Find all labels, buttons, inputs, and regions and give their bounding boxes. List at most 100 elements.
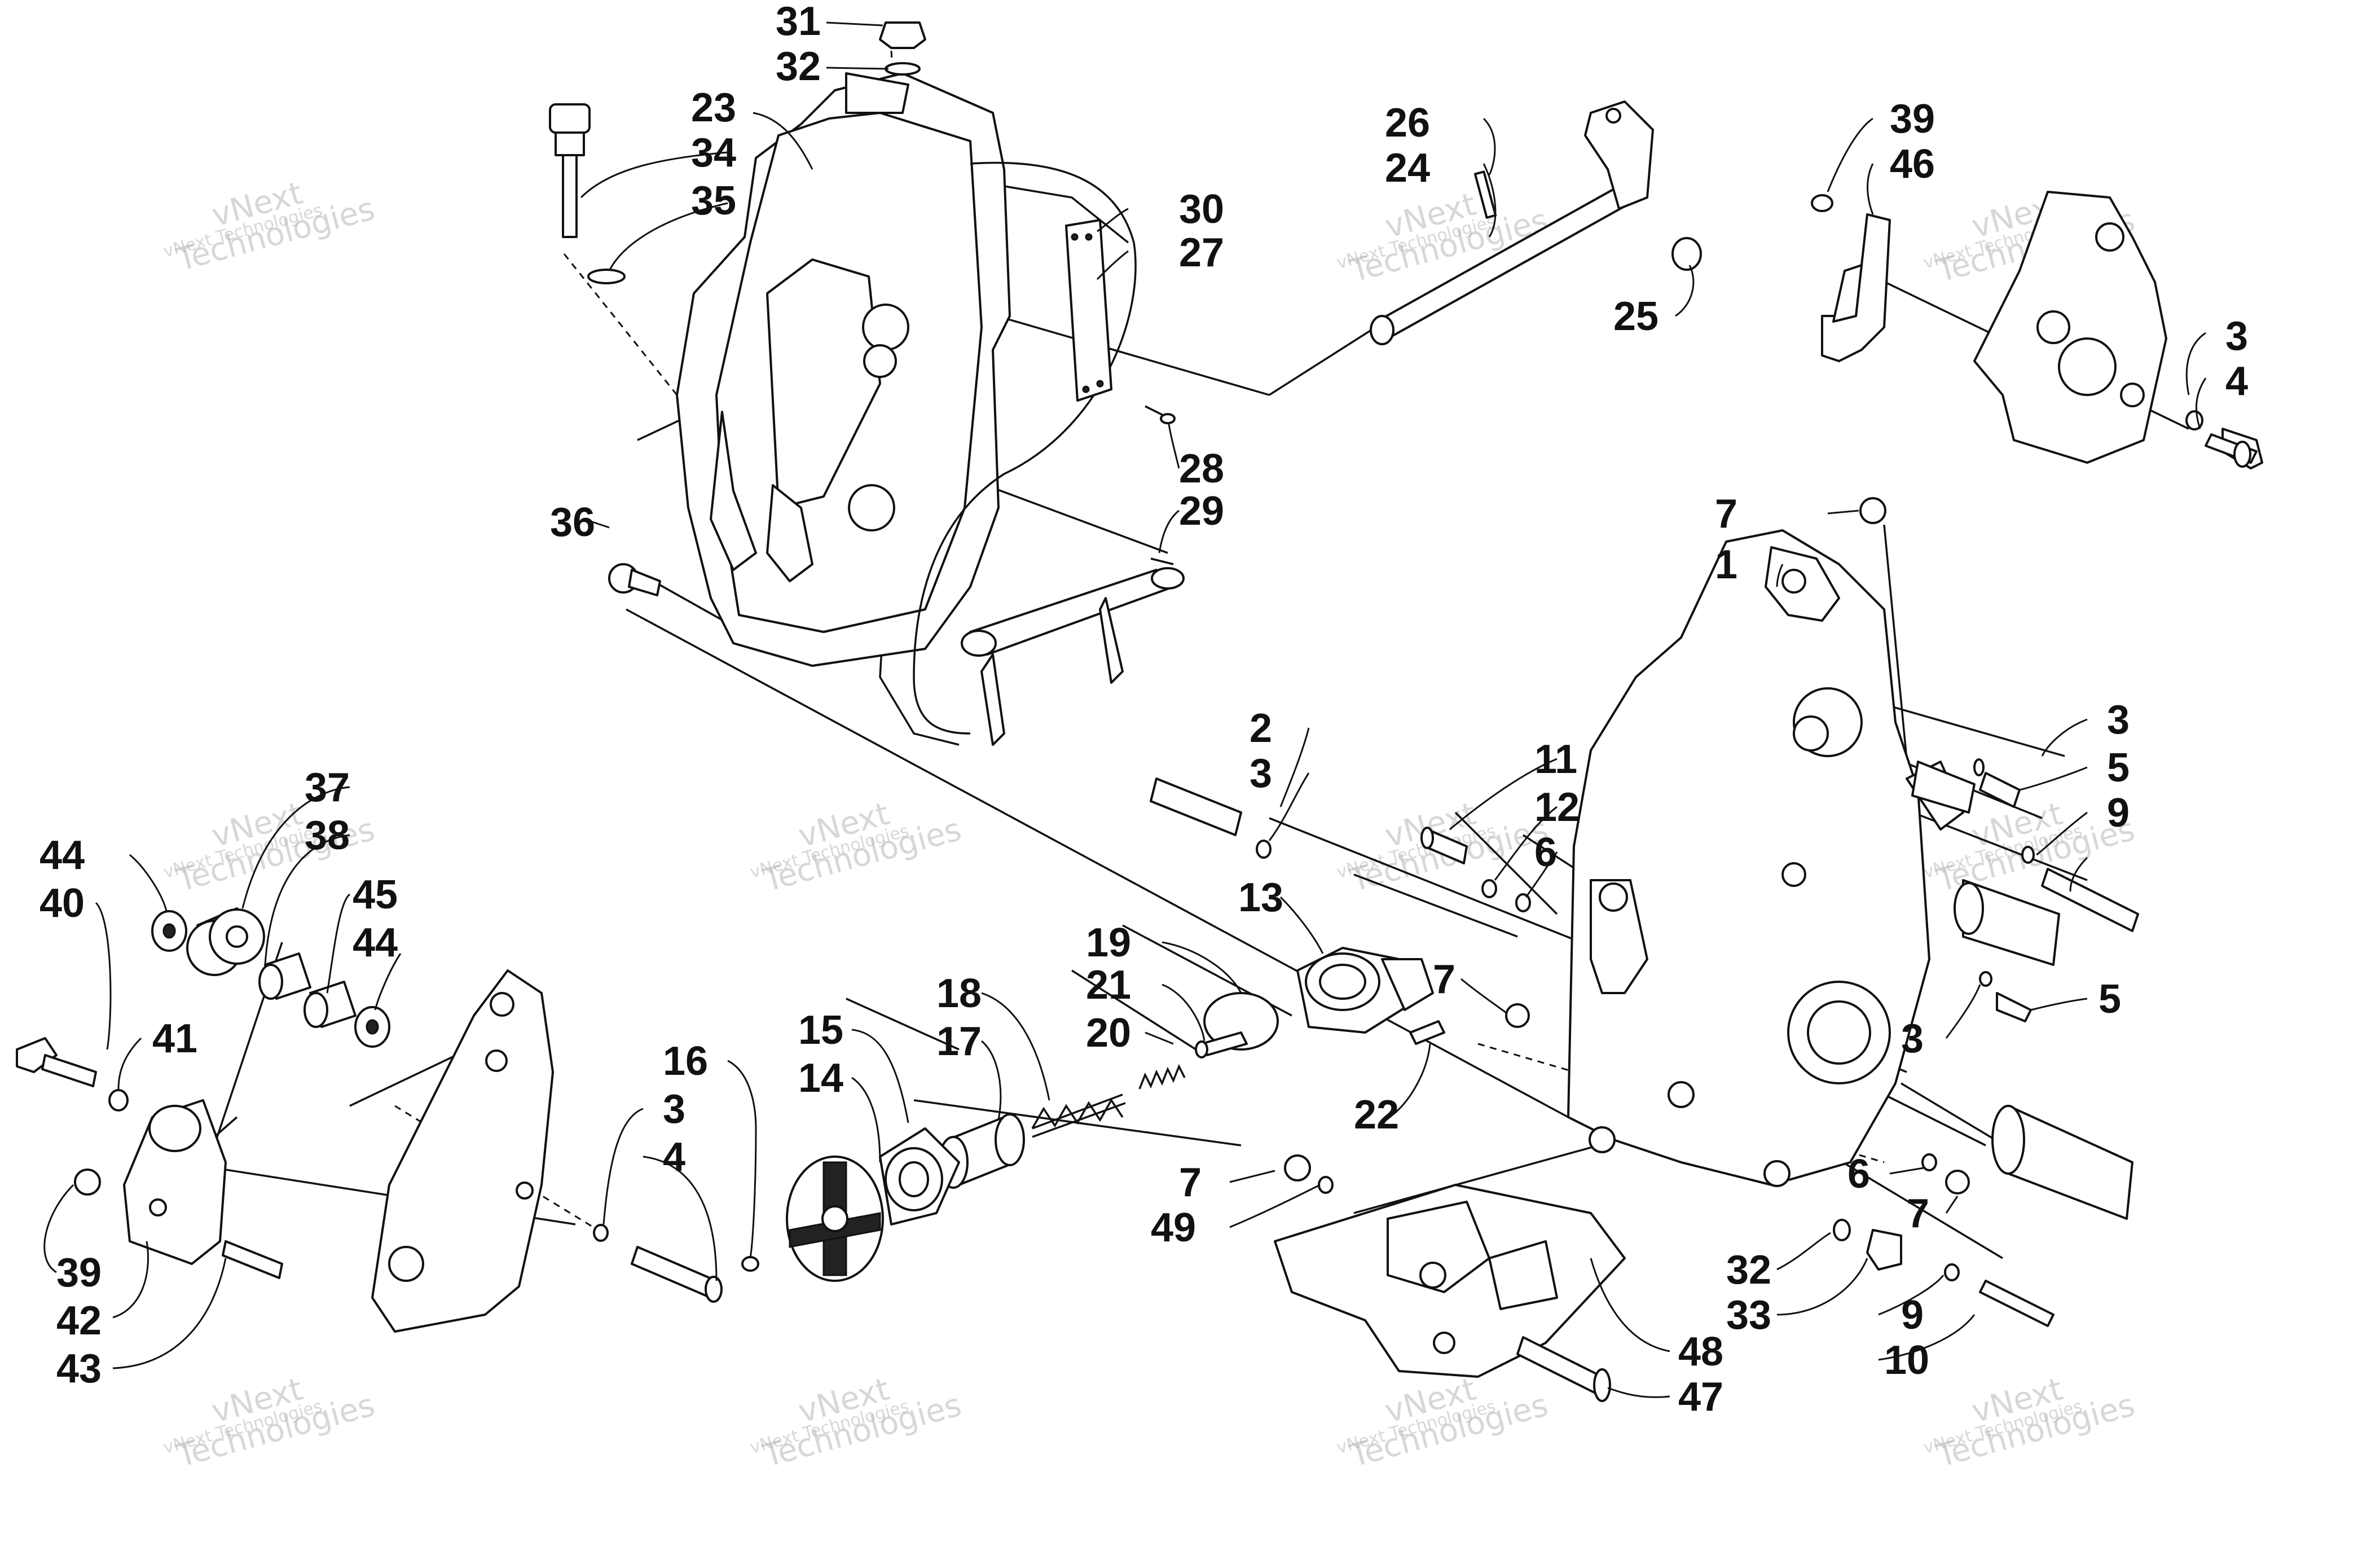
screw-16	[741, 1256, 759, 1272]
callouts: 31 32 23 34 35 26 24 25 30 27 28 29 39 4…	[39, 0, 2248, 1420]
dipstick	[549, 103, 626, 284]
chaincase-outer-cover	[676, 72, 1011, 667]
callout-44-left: 44	[39, 833, 85, 878]
callout-47: 47	[1678, 1374, 1723, 1420]
callout-40: 40	[39, 881, 85, 926]
callout-3-left: 3	[663, 1087, 685, 1132]
spring-18	[1031, 1093, 1126, 1138]
washer-44-right	[354, 1006, 390, 1048]
callout-17: 17	[936, 1019, 982, 1064]
callout-3-center: 3	[1250, 751, 1272, 796]
callout-42: 42	[56, 1298, 102, 1343]
callout-30: 30	[1179, 187, 1224, 232]
shift-shaft	[1370, 100, 1702, 345]
top-right-housing	[1973, 191, 2263, 469]
cover-gasket	[913, 161, 1137, 735]
bolt-5-lower	[1979, 971, 2032, 1022]
pin-22	[1409, 1020, 1445, 1045]
callout-3-right-1: 3	[2107, 697, 2130, 743]
watermark-9: Technologies vNext vNext Technologies	[161, 1371, 379, 1475]
callout-29: 29	[1179, 489, 1224, 534]
watermark-3: Technologies vNext vNext Technologies	[1335, 186, 1552, 290]
callout-39-top: 39	[1890, 96, 1935, 142]
bottom-cover	[1274, 1184, 1626, 1378]
callout-14: 14	[798, 1056, 843, 1101]
bolt-4-right	[2205, 433, 2258, 468]
stud-2	[1150, 778, 1242, 836]
callout-3-top-right: 3	[2225, 314, 2248, 359]
pin-21	[1195, 1031, 1248, 1058]
callout-9-bottom: 9	[1901, 1293, 1924, 1338]
washer-41	[108, 1089, 129, 1112]
tensioner-arm	[123, 1099, 227, 1265]
cover-plate	[1065, 219, 1112, 402]
nut-7-bottom	[1284, 1154, 1334, 1194]
callout-3-right-2: 3	[1901, 1016, 1924, 1061]
watermark-10: Technologies vNext vNext Technologies	[748, 1371, 965, 1475]
callout-26: 26	[1385, 100, 1430, 146]
bolt-10	[1944, 1263, 2055, 1327]
callout-28: 28	[1179, 446, 1224, 491]
washer-44-left	[151, 910, 187, 952]
callout-6-right: 6	[1847, 1152, 1870, 1197]
callout-16: 16	[663, 1039, 708, 1084]
callout-27: 27	[1179, 230, 1224, 275]
callout-34: 34	[691, 130, 736, 175]
leader-lines	[43, 21, 2207, 1398]
cam-15	[879, 1127, 960, 1225]
callout-6-center: 6	[1534, 830, 1557, 875]
callout-7-right: 7	[1907, 1191, 1929, 1236]
callout-15: 15	[798, 1008, 843, 1053]
washer-3-center	[1256, 840, 1272, 859]
bearing-housing-13	[1296, 947, 1434, 1034]
callout-2: 2	[1250, 706, 1272, 751]
callout-25: 25	[1613, 294, 1658, 339]
callout-19: 19	[1086, 920, 1131, 965]
fill-plug	[879, 21, 926, 76]
bolt-5-upper	[1973, 758, 2021, 808]
bearing-37	[186, 907, 265, 976]
spacer-38	[258, 952, 311, 1000]
callout-32-top: 32	[776, 44, 821, 89]
bolt-8	[2021, 846, 2139, 932]
callout-20: 20	[1086, 1011, 1131, 1056]
callout-12: 12	[1534, 785, 1580, 830]
callout-24: 24	[1385, 146, 1430, 191]
callout-23: 23	[691, 85, 736, 130]
callout-5-right-1: 5	[2107, 745, 2130, 790]
watermark-1: Technologies vNext vNext Technologies	[161, 175, 379, 279]
callout-43: 43	[56, 1346, 102, 1391]
callout-4-top-right: 4	[2225, 359, 2248, 404]
left-housing	[371, 969, 554, 1333]
callout-38: 38	[305, 813, 350, 858]
callout-13: 13	[1238, 875, 1283, 920]
bolt-43	[222, 1240, 283, 1279]
bolt-47	[1516, 1336, 1611, 1402]
callout-4-left: 4	[663, 1135, 685, 1180]
spacer-45	[303, 981, 357, 1028]
watermark-6: Technologies vNext vNext Technologies	[748, 796, 965, 899]
callout-45: 45	[353, 872, 398, 917]
bolt-36	[608, 563, 661, 596]
spider-14	[786, 1156, 884, 1282]
callout-22: 22	[1354, 1092, 1399, 1137]
bolt-11	[1420, 827, 1468, 864]
callout-49: 49	[1151, 1205, 1196, 1250]
bolt-4-left	[631, 1246, 723, 1303]
callout-36: 36	[550, 500, 595, 545]
callout-41: 41	[152, 1016, 197, 1061]
callout-39-left: 39	[56, 1250, 102, 1295]
nut-39-left	[74, 1169, 101, 1196]
callout-7-center: 7	[1433, 957, 1455, 1002]
callout-46: 46	[1890, 142, 1935, 187]
nut-7-top	[1859, 497, 1886, 524]
callout-44-right: 44	[353, 920, 398, 965]
callout-1: 1	[1715, 542, 1737, 587]
plug-33	[1833, 1219, 1902, 1271]
bolt-40	[16, 1037, 97, 1087]
callout-7-top: 7	[1715, 491, 1737, 537]
callout-10: 10	[1884, 1338, 1929, 1383]
callout-35: 35	[691, 178, 736, 223]
callout-31: 31	[776, 0, 821, 44]
washer-12	[1481, 879, 1497, 898]
